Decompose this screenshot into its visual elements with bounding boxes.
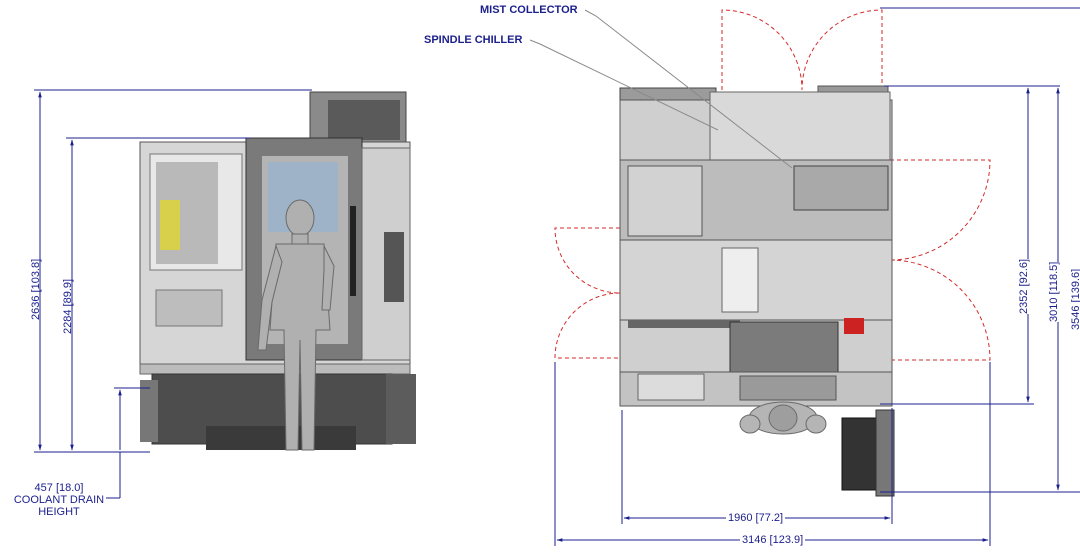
drain-label-line1: COOLANT DRAIN [13,494,105,506]
dim-depth-1: 2352 [92.6] [1018,258,1030,314]
coolant-drain-note: 457 [18.0] COOLANT DRAIN HEIGHT [4,482,114,518]
mist-collector-callout: MIST COLLECTOR [480,4,578,16]
drain-label-line2: HEIGHT [38,506,80,518]
door-swing-arcs [554,9,991,361]
dim-width-overall: 3146 [123.9] [740,534,806,546]
front-view-machine [139,91,416,450]
dim-width-inner: 1960 [77.2] [726,512,786,524]
human-figure-top [739,401,827,435]
dim-overall-height: 2636 [103.8] [30,258,42,320]
dim-depth-2: 3010 [118.5] [1048,261,1060,322]
front-view-dimensions [34,89,312,499]
callout-leaders [529,9,793,169]
spindle-chiller-callout: SPINDLE CHILLER [424,34,523,46]
dim-drain-height: 457 [18.0] [34,482,84,494]
dim-depth-3: 3546 [139.6] [1070,268,1080,330]
dim-door-height: 2284 [89.9] [62,278,74,334]
top-view-machine [619,85,895,497]
human-figure-front [257,199,335,451]
